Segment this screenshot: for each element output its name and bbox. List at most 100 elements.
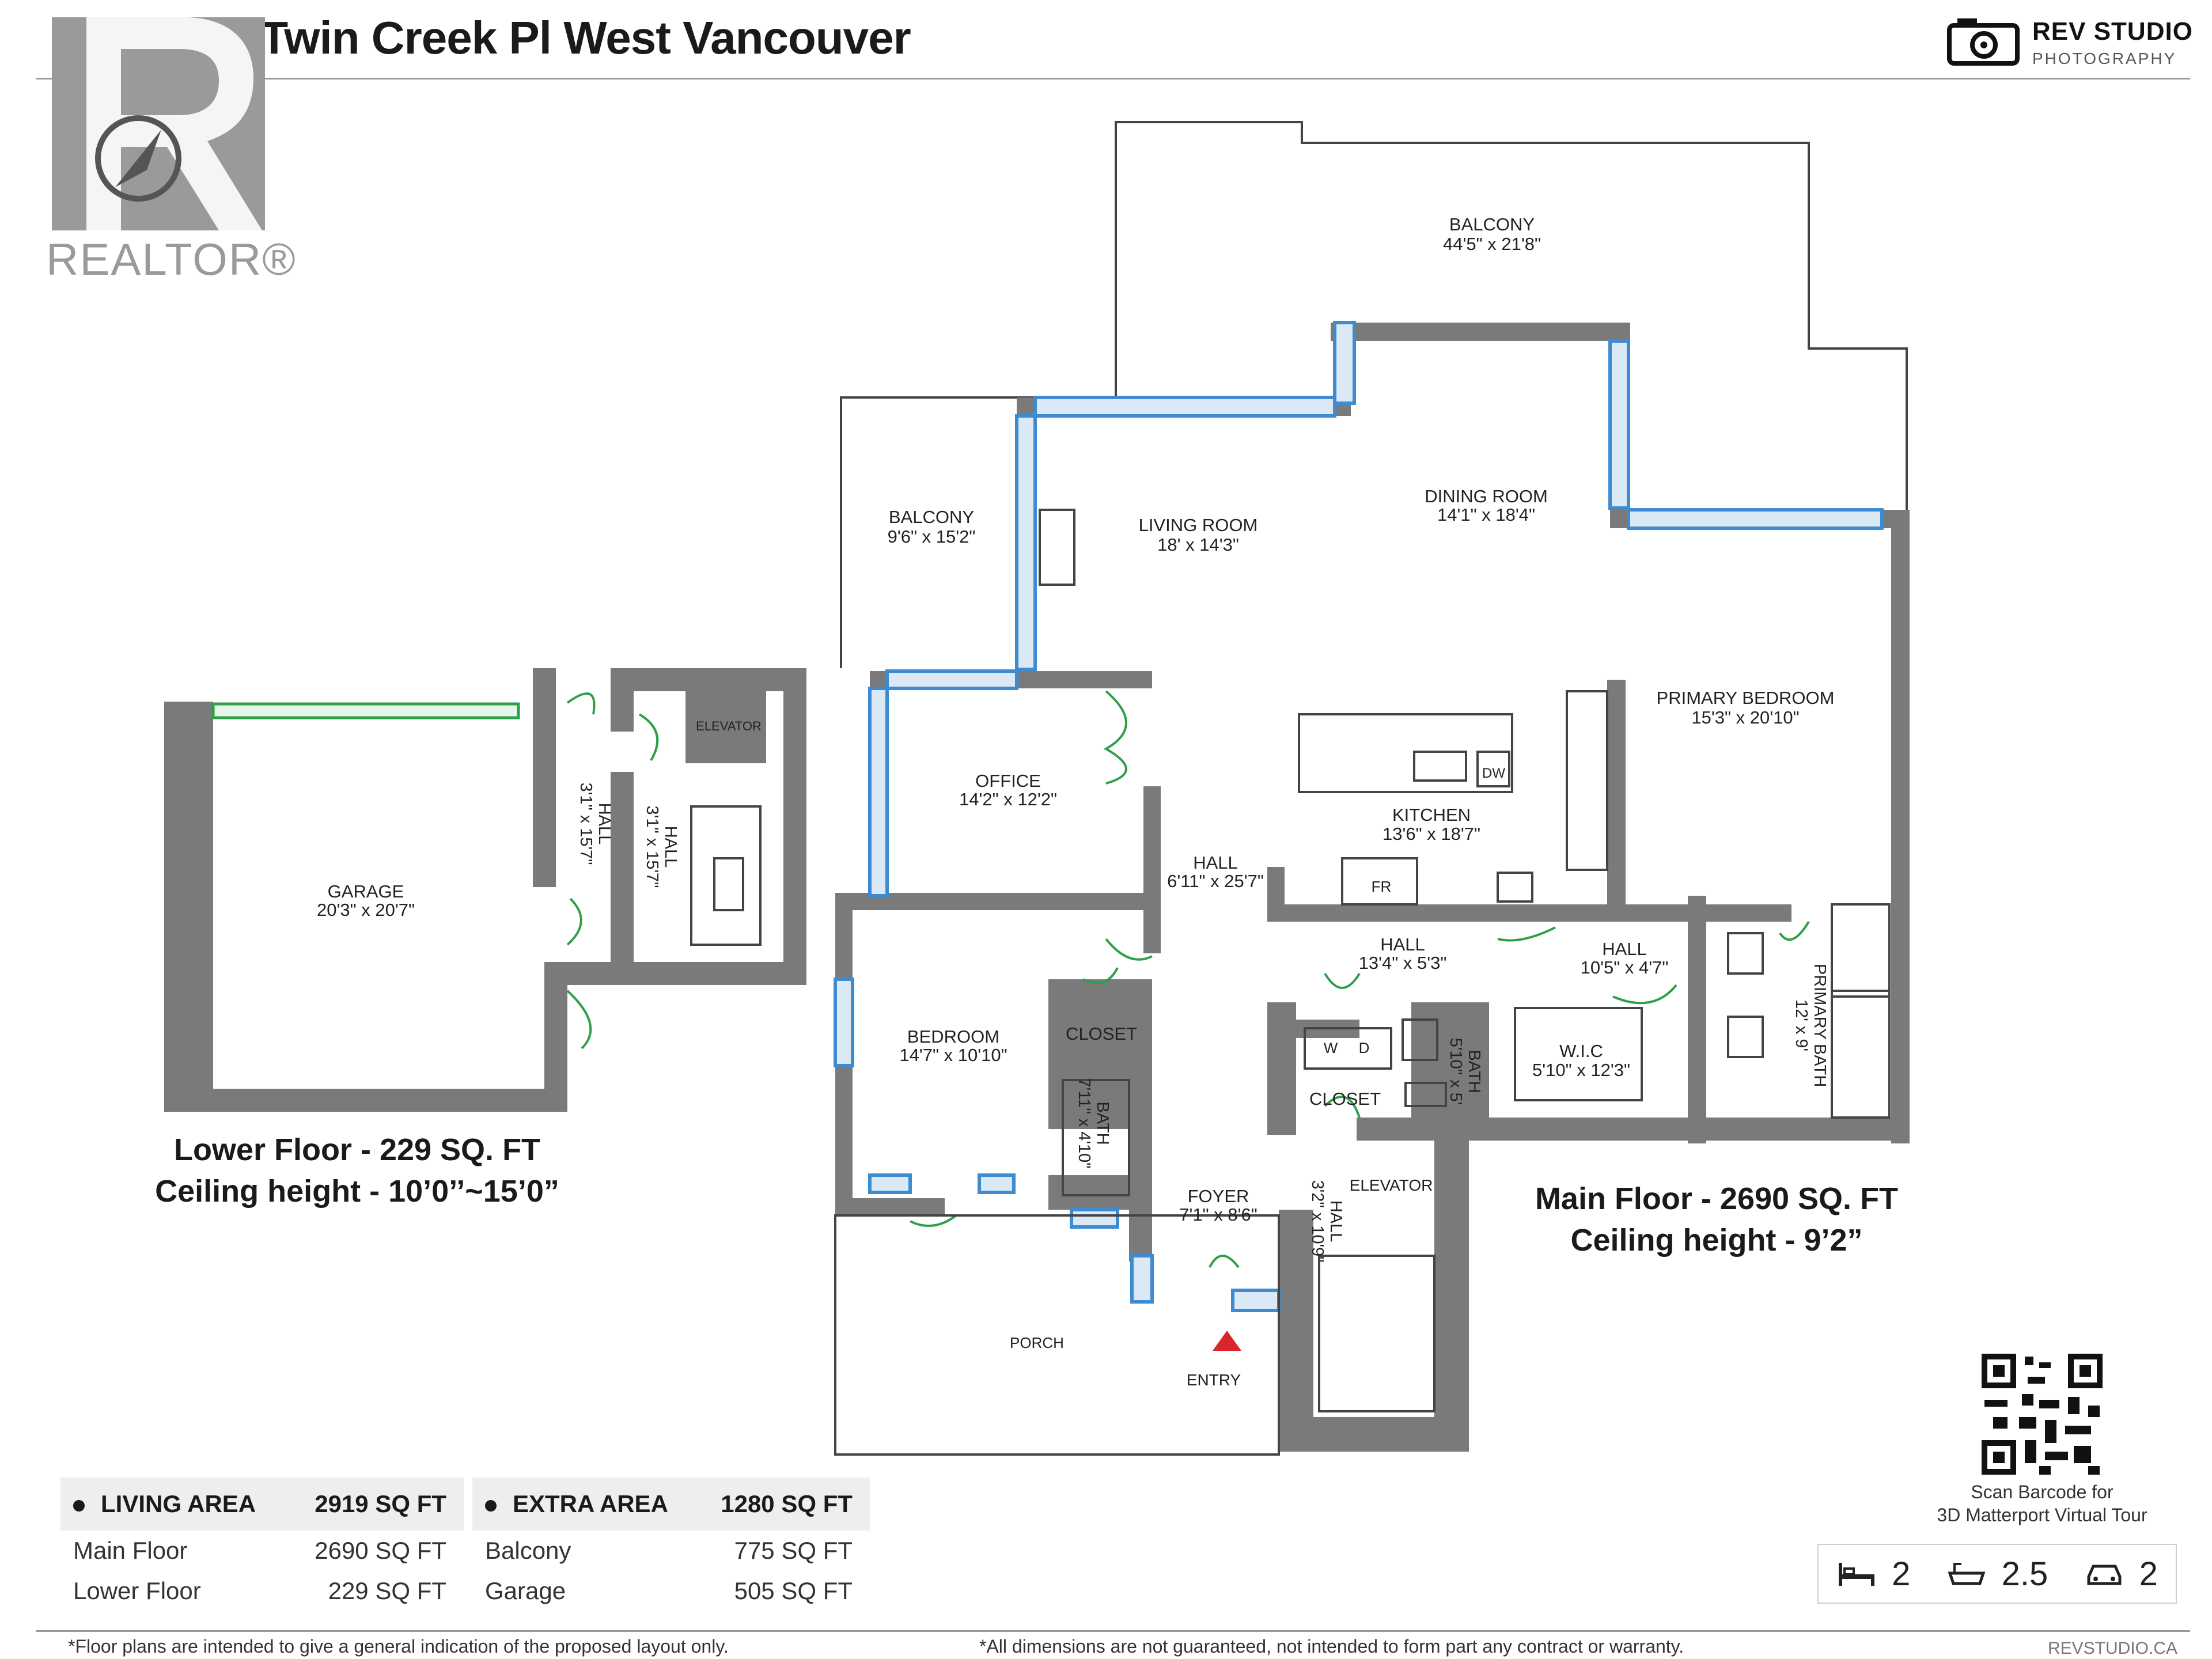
qr-code-icon: [1982, 1354, 2103, 1475]
room-hall-elev-dims: 3'2" x 10'9": [1308, 1180, 1327, 1263]
bullet-icon: [73, 1499, 85, 1512]
stat-baths: 2.5: [1946, 1555, 2048, 1593]
main-floor-caption: Main Floor - 2690 SQ. FT Ceiling height …: [1498, 1178, 1936, 1261]
footer-disclaimer-left: *Floor plans are intended to give a gene…: [68, 1636, 729, 1657]
washer-dryer: [1304, 1027, 1392, 1070]
row-name: Garage: [485, 1577, 566, 1604]
dishwasher-icon: [1476, 751, 1510, 787]
room-dining-name: DINING ROOM: [1425, 486, 1548, 506]
room-foyer-name: FOYER: [1188, 1186, 1249, 1206]
footer-disclaimer-right: *All dimensions are not guaranteed, not …: [979, 1636, 1684, 1657]
row-value: 2690 SQ FT: [315, 1537, 446, 1564]
room-kitchen-name: KITCHEN: [1392, 805, 1471, 825]
qr-caption-line1: Scan Barcode for: [1971, 1482, 2113, 1502]
stat-beds: 2: [1836, 1555, 1910, 1593]
appliance-dryer: D: [1359, 1039, 1370, 1056]
living-area-row: Main Floor 2690 SQ FT: [60, 1531, 464, 1571]
room-office-dims: 14'2" x 12'2": [959, 789, 1057, 809]
appliance-fr: FR: [1372, 878, 1392, 895]
room-elevator-main: ELEVATOR: [1350, 1176, 1433, 1194]
room-hall-right-name: HALL: [1602, 939, 1647, 959]
row-name: Balcony: [485, 1537, 571, 1564]
extra-area-table: EXTRA AREA 1280 SQ FT Balcony 775 SQ FT …: [472, 1478, 870, 1611]
room-balcony-large-dims: 44'5" x 21'8": [1443, 234, 1541, 254]
walls: [164, 323, 1910, 1452]
room-foyer-dims: 7'1" x 8'6": [1179, 1205, 1257, 1225]
counter-right: [1566, 690, 1608, 871]
room-primary-bath-name: PRIMARY BATH: [1810, 964, 1829, 1087]
room-hall-mid-name: HALL: [1380, 934, 1425, 955]
room-balcony-small-dims: 9'6" x 15'2": [888, 527, 976, 547]
baths-count: 2.5: [2001, 1555, 2048, 1593]
stairs-main: [1318, 1255, 1435, 1412]
fireplace-icon: [1039, 509, 1075, 586]
footer-website[interactable]: REVSTUDIO.CA: [2047, 1639, 2177, 1658]
extra-area-header: EXTRA AREA 1280 SQ FT: [472, 1478, 870, 1531]
fridge-icon: [1341, 857, 1418, 906]
room-garage-name: GARAGE: [328, 881, 404, 902]
beds-count: 2: [1892, 1555, 1911, 1593]
fixtures: [690, 509, 1891, 1412]
living-area-header: LIVING AREA 2919 SQ FT: [60, 1478, 464, 1531]
room-primary-bedroom-name: PRIMARY BEDROOM: [1657, 688, 1835, 708]
room-primary-bath-dims: 12' x 9': [1792, 999, 1810, 1051]
kitchen-island: [1298, 713, 1513, 793]
garage-window: [211, 702, 520, 719]
room-bedroom-name: BEDROOM: [907, 1027, 999, 1047]
room-hall-right-dims: 10'5" x 4'7": [1581, 957, 1669, 978]
row-name: Lower Floor: [73, 1577, 201, 1604]
room-balcony-small-name: BALCONY: [889, 507, 974, 527]
porch-outline: [834, 1214, 1280, 1456]
windows: [834, 321, 1884, 1312]
closet-rod: [1514, 1007, 1643, 1101]
bathtub-icon: [1948, 1563, 1986, 1585]
entry-arrow-icon: [1213, 1331, 1241, 1351]
room-kitchen-dims: 13'6" x 18'7": [1382, 824, 1480, 844]
extra-area-row: Garage 505 SQ FT: [472, 1571, 870, 1611]
qr-caption-line2: 3D Matterport Virtual Tour: [1937, 1505, 2147, 1525]
room-hall-main-dims: 6'11" x 25'7": [1167, 871, 1264, 891]
vanity-sink-2: [1727, 1016, 1764, 1058]
room-hall-lower-b-dims: 3'1" x 15'7": [643, 806, 661, 888]
room-elevator-lower: ELEVATOR: [696, 719, 762, 733]
extra-area-total: 1280 SQ FT: [721, 1490, 853, 1517]
realtor-r-icon: [52, 17, 265, 230]
qr-code[interactable]: [1982, 1354, 2103, 1475]
parking-count: 2: [2139, 1555, 2158, 1593]
room-primary-bedroom-dims: 15'3" x 20'10": [1691, 707, 1799, 728]
room-living-name: LIVING ROOM: [1139, 515, 1258, 535]
room-entry-name: ENTRY: [1187, 1371, 1241, 1389]
room-hall-lower-a-dims: 3'1" x 15'7": [577, 783, 595, 865]
room-hall-lower-b-name: HALL: [661, 826, 680, 868]
room-hall-lower-a-name: HALL: [595, 803, 613, 845]
room-closet-left: CLOSET: [1066, 1024, 1137, 1044]
car-icon: [2087, 1565, 2122, 1585]
room-bedroom-dims: 14'7" x 10'10": [899, 1045, 1007, 1065]
row-value: 505 SQ FT: [734, 1577, 853, 1604]
room-dining-dims: 14'1" x 18'4": [1437, 505, 1535, 525]
bullet-icon: [485, 1499, 497, 1512]
room-wic-dims: 5'10" x 12'3": [1532, 1060, 1630, 1080]
row-value: 775 SQ FT: [734, 1537, 853, 1564]
room-hall-main-name: HALL: [1193, 853, 1238, 873]
realtor-wordmark: REALTOR®: [46, 234, 297, 285]
living-area-table: LIVING AREA 2919 SQ FT Main Floor 2690 S…: [60, 1478, 464, 1611]
bed-icon: [1839, 1563, 1875, 1586]
room-wic-name: W.I.C: [1559, 1041, 1603, 1061]
stat-parking: 2: [2084, 1555, 2158, 1593]
property-stats: 2 2.5 2: [1817, 1544, 2177, 1604]
camera-icon: [1947, 18, 2020, 66]
main-floor-ceiling: Ceiling height - 9’2”: [1570, 1223, 1863, 1257]
row-name: Main Floor: [73, 1537, 188, 1564]
room-garage-dims: 20'3" x 20'7": [317, 900, 415, 920]
row-value: 229 SQ FT: [328, 1577, 446, 1604]
bath-left-shower: [1062, 1079, 1130, 1196]
room-porch-name: PORCH: [1010, 1334, 1064, 1351]
appliance-washer: W: [1324, 1039, 1338, 1056]
doors: [566, 690, 1810, 1268]
brand-name: REV STUDIO: [2032, 17, 2193, 46]
room-office-name: OFFICE: [975, 771, 1041, 791]
bathtub-icon: [1831, 990, 1891, 1119]
appliance-dw: DW: [1482, 766, 1505, 781]
